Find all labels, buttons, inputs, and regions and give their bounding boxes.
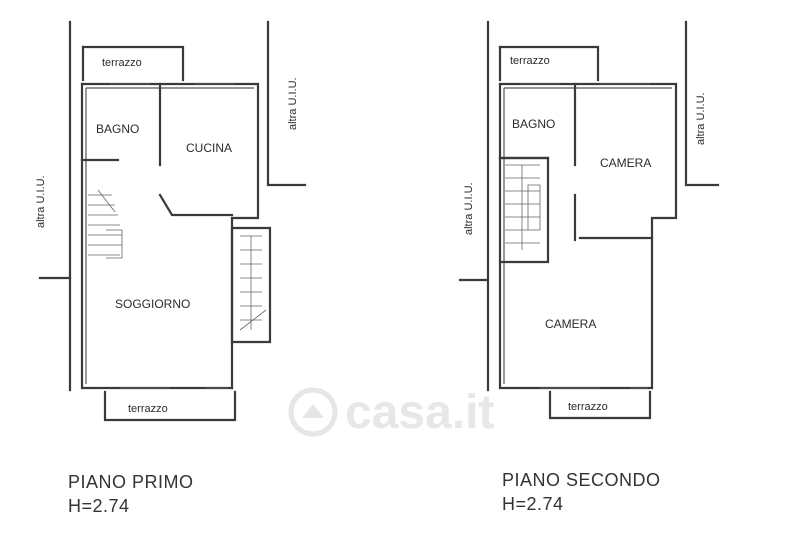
watermark-text: casa.it xyxy=(345,386,494,439)
label-altra-uiu-right-primo: altra U.I.U. xyxy=(287,77,299,130)
floor-plan-secondo xyxy=(458,20,720,420)
height-piano-primo: H=2.74 xyxy=(68,496,130,516)
height-piano-secondo: H=2.74 xyxy=(502,494,564,514)
label-altra-uiu-left-secondo: altra U.I.U. xyxy=(463,182,475,235)
label-camera-bottom: CAMERA xyxy=(545,317,596,331)
title-piano-primo: PIANO PRIMO xyxy=(68,472,194,492)
label-bagno-secondo: BAGNO xyxy=(512,117,555,131)
label-terrazzo-top-primo: terrazzo xyxy=(102,57,142,69)
floor-plan-primo xyxy=(38,20,307,422)
label-soggiorno: SOGGIORNO xyxy=(115,297,190,311)
label-terrazzo-bottom-secondo: terrazzo xyxy=(568,401,608,413)
label-terrazzo-bottom-primo: terrazzo xyxy=(128,403,168,415)
label-cucina: CUCINA xyxy=(186,141,232,155)
label-terrazzo-top-secondo: terrazzo xyxy=(510,55,550,67)
label-altra-uiu-right-secondo: altra U.I.U. xyxy=(695,92,707,145)
watermark: casa.it xyxy=(288,386,494,439)
label-camera-top: CAMERA xyxy=(600,156,651,170)
title-piano-secondo: PIANO SECONDO xyxy=(502,470,661,490)
label-bagno-primo: BAGNO xyxy=(96,122,139,136)
label-altra-uiu-left-primo: altra U.I.U. xyxy=(35,175,47,228)
